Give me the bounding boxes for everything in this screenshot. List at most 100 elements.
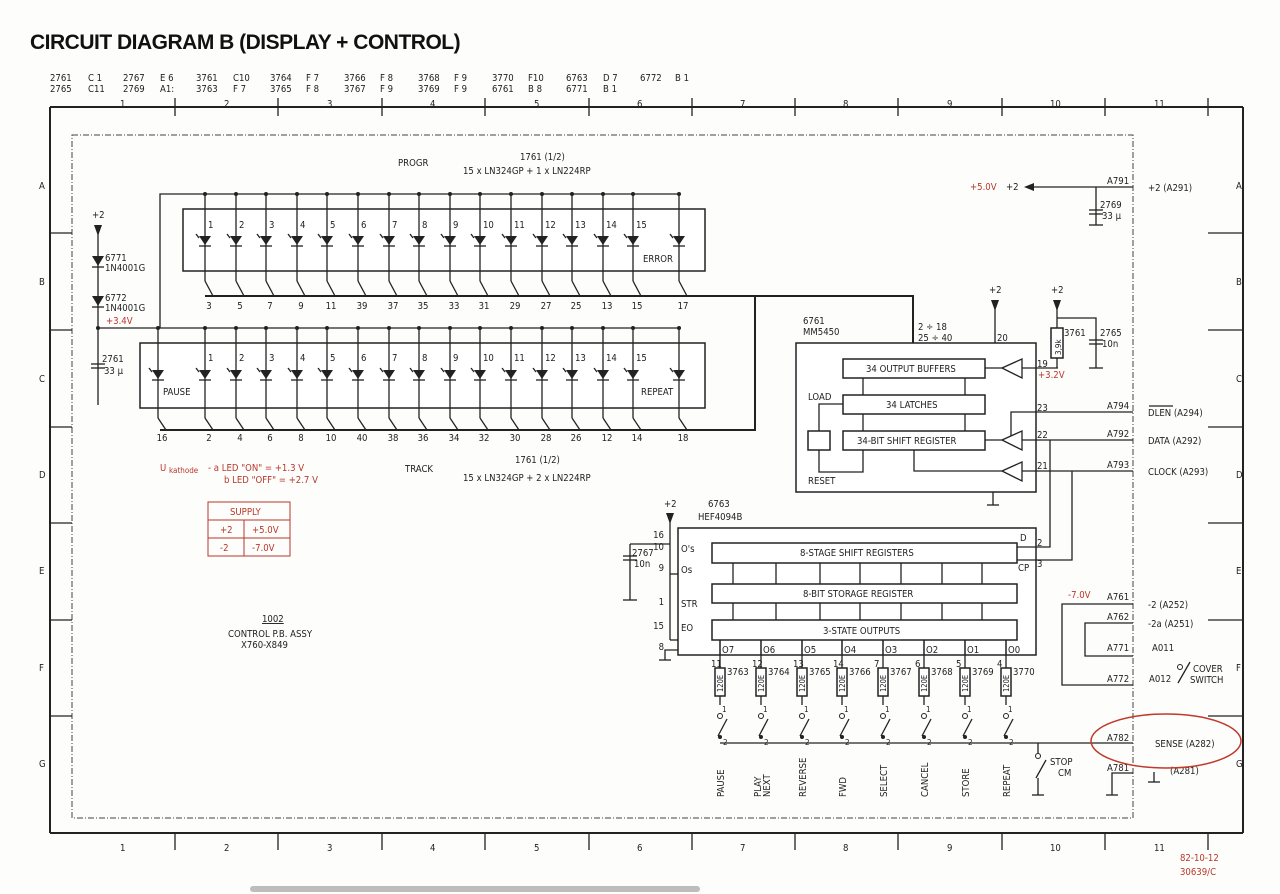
track-led-icon xyxy=(470,367,486,381)
column-label: 8 xyxy=(843,843,848,854)
progr-pin-number: 13 xyxy=(602,301,613,312)
progr-led-number: 15 xyxy=(636,220,647,231)
svg-text:CLOCK (A293): CLOCK (A293) xyxy=(1148,467,1208,478)
horizontal-scrollbar[interactable] xyxy=(250,886,700,892)
resistor-icon xyxy=(877,667,889,697)
row-label: C xyxy=(39,374,45,385)
ref-cell: 3766 xyxy=(344,73,366,84)
hef4094-shift-register-ic: 6763 HEF4094B +2 8-STAGE SHIFT REGISTERS… xyxy=(623,440,1073,661)
supply-connector-a791: +5.0V +2 A791 +2 (A291) 2769 33 µ xyxy=(970,176,1192,226)
svg-text:A781: A781 xyxy=(1107,763,1129,774)
pushbutton-switch-icon[interactable] xyxy=(717,718,728,737)
resistor-pin: 4 xyxy=(997,659,1002,670)
svg-text:DATA (A292): DATA (A292) xyxy=(1148,436,1201,447)
ref-cell: 3765 xyxy=(270,84,292,95)
output-label: O5 xyxy=(804,645,816,656)
track-pin-number: 16 xyxy=(157,433,168,444)
svg-text:1: 1 xyxy=(804,705,809,714)
progr-pin-number: 25 xyxy=(571,301,582,312)
ref-cell: 3770 xyxy=(492,73,514,84)
progr-led-icon xyxy=(623,233,639,247)
track-pin-number: 32 xyxy=(479,433,490,444)
ref-cell: C10 xyxy=(233,73,250,84)
progr-pin-number: 3 xyxy=(206,301,211,312)
row-label: E xyxy=(1236,566,1241,577)
progr-label: PROGR xyxy=(398,158,428,169)
progr-led-array xyxy=(182,208,706,272)
row-label: A xyxy=(39,181,45,192)
output-label: O7 xyxy=(722,645,734,656)
track-led-number: 2 xyxy=(239,353,244,364)
track-pin-number: 40 xyxy=(357,433,368,444)
highlight-circle xyxy=(1090,713,1242,769)
pushbutton-switch-icon[interactable] xyxy=(921,718,932,737)
ref-cell: F 9 xyxy=(454,84,467,95)
svg-text:+5.0V: +5.0V xyxy=(970,182,997,193)
svg-text:1: 1 xyxy=(763,705,768,714)
resistor-ref: 3768 xyxy=(931,667,953,678)
ref-cell: F 8 xyxy=(380,73,393,84)
svg-text:1002: 1002 xyxy=(262,614,284,625)
pushbutton-switch-icon[interactable] xyxy=(839,718,850,737)
svg-text:A782: A782 xyxy=(1107,733,1129,744)
ref-cell: E 6 xyxy=(160,73,174,84)
stop-switch-icon[interactable] xyxy=(1035,759,1047,779)
progr-error-label: ERROR xyxy=(643,254,673,265)
progr-pin-number: 11 xyxy=(326,301,337,312)
row-label: D xyxy=(39,470,46,481)
ref-cell: C 1 xyxy=(88,73,102,84)
svg-text:1: 1 xyxy=(722,705,727,714)
svg-text:3: 3 xyxy=(1037,559,1042,570)
track-led-icon xyxy=(195,367,211,381)
resistor-pin: 6 xyxy=(915,659,920,670)
ref-cell: B 1 xyxy=(675,73,689,84)
pushbutton-switch-icon[interactable] xyxy=(799,718,810,737)
footer-doc: 30639/C xyxy=(1180,867,1216,878)
svg-text:-7.0V: -7.0V xyxy=(252,543,275,554)
svg-text:A792: A792 xyxy=(1107,429,1129,440)
progr-led-icon xyxy=(470,233,486,247)
row-label: G xyxy=(39,759,46,770)
column-label: 8 xyxy=(843,99,848,110)
pushbutton-switch-icon[interactable] xyxy=(1003,718,1014,737)
cover-switch-icon xyxy=(1177,661,1191,684)
svg-text:33 µ: 33 µ xyxy=(1102,211,1122,222)
svg-text:-2: -2 xyxy=(220,543,229,554)
track-led-icon xyxy=(348,367,364,381)
svg-text:8-STAGE SHIFT REGISTERS: 8-STAGE SHIFT REGISTERS xyxy=(800,548,914,559)
track-led-icon xyxy=(532,367,548,381)
svg-text:1N4001G: 1N4001G xyxy=(105,263,145,274)
switch-label: SELECT xyxy=(879,764,890,797)
column-label: 11 xyxy=(1154,843,1165,854)
progr-led-number: 10 xyxy=(483,220,494,231)
hef-pin-label: STR xyxy=(681,599,698,610)
ref-cell: F 9 xyxy=(454,73,467,84)
svg-text:+2: +2 xyxy=(664,499,677,510)
track-led-number: 15 xyxy=(636,353,647,364)
pushbutton-switch-icon[interactable] xyxy=(758,718,769,737)
resistor-value: 120E xyxy=(716,675,725,692)
progr-pin-number: 29 xyxy=(510,301,521,312)
svg-text:SUPPLY: SUPPLY xyxy=(230,507,261,518)
ref-cell: 3764 xyxy=(270,73,292,84)
row-label: D xyxy=(1236,470,1243,481)
track-repeat-label: REPEAT xyxy=(641,387,674,398)
progr-led-number: 9 xyxy=(453,220,458,231)
svg-text:(A281): (A281) xyxy=(1170,766,1199,777)
svg-text:+5.0V: +5.0V xyxy=(252,525,279,536)
track-led-icon xyxy=(379,367,395,381)
svg-text:34 LATCHES: 34 LATCHES xyxy=(886,400,938,411)
switch-label: REVERSE xyxy=(798,758,809,797)
svg-text:DLEN (A294): DLEN (A294) xyxy=(1148,408,1203,419)
svg-text:A793: A793 xyxy=(1107,460,1129,471)
hef-pin-number: 15 xyxy=(653,621,664,632)
resistor-value: 120E xyxy=(961,675,970,692)
resistor-icon xyxy=(714,667,726,697)
resistor-3761: +2 3,9k 3761 2765 10n xyxy=(1050,285,1122,369)
pushbutton-switch-icon[interactable] xyxy=(962,718,973,737)
pushbutton-switch-icon[interactable] xyxy=(880,718,891,737)
track-led-number: 8 xyxy=(422,353,427,364)
